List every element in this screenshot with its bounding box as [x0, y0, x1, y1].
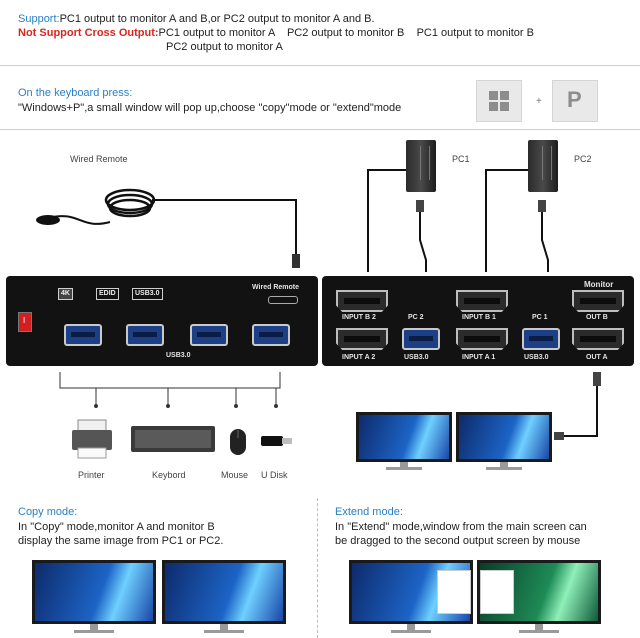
- copy-mode-line1: In "Copy" mode,monitor A and monitor B: [18, 521, 215, 533]
- p-key: P: [552, 80, 598, 122]
- extend-mode-line1: In "Extend" mode,window from the main sc…: [335, 521, 587, 533]
- copy-mode-title: Copy mode:: [18, 506, 78, 518]
- kvm-front-panel: I 4K EDID USB3.0 Wired Remote USB3.0: [6, 276, 318, 366]
- device-label-printer: Printer: [78, 470, 105, 480]
- kvm-back-panel: INPUT B 2 INPUT A 2 PC 2 USB3.0 INPUT B …: [322, 276, 634, 366]
- pc1-tower-icon: [406, 140, 436, 192]
- extend-mode-line2: be dragged to the second output screen b…: [335, 535, 581, 547]
- badge-usb: USB3.0: [132, 288, 163, 300]
- hdmi-input-a2[interactable]: [336, 328, 388, 350]
- front-usb-port-3[interactable]: [190, 324, 228, 346]
- device-label-mouse: Mouse: [221, 470, 249, 480]
- pc1-port-label: PC 1: [532, 314, 548, 321]
- keyboard-icon: [131, 426, 215, 452]
- input-a2-label: INPUT A 2: [342, 354, 376, 361]
- front-usb-port-4[interactable]: [252, 324, 290, 346]
- badge-edid: EDID: [96, 288, 119, 300]
- keyboard-title: On the keyboard press:: [18, 87, 133, 99]
- hdmi-out-a[interactable]: [572, 328, 624, 350]
- not-support-line2: PC2 output to monitor A: [166, 41, 283, 53]
- device-connection-lines: [59, 372, 281, 408]
- support-section: Support:PC1 output to monitor A and B,or…: [0, 0, 640, 66]
- front-usb-port-2[interactable]: [126, 324, 164, 346]
- hdmi-input-b1[interactable]: [456, 290, 508, 312]
- dragged-window-right: [480, 570, 514, 614]
- pc2-port-label: PC 2: [408, 314, 424, 321]
- u-disk-icon: [261, 436, 292, 446]
- remote-port-label: Wired Remote: [252, 284, 300, 291]
- copy-monitor-b: [162, 560, 286, 634]
- input-b2-label: INPUT B 2: [342, 314, 376, 321]
- hdmi-input-a1[interactable]: [456, 328, 508, 350]
- windows-key: [476, 80, 522, 122]
- support-text: PC1 output to monitor A and B,or PC2 out…: [59, 13, 375, 25]
- dragged-window-left: [437, 570, 471, 614]
- power-mark: I: [23, 316, 26, 325]
- monitor-label: Monitor: [584, 280, 614, 289]
- out-a-label: OUT A: [586, 354, 608, 361]
- support-lead: Support:: [18, 13, 60, 25]
- not-support-lead: Not Support Cross Output:: [18, 27, 159, 39]
- device-label-keyboard: Keybord: [152, 470, 186, 480]
- pc1-label: PC1: [452, 154, 470, 164]
- input-b1-label: INPUT B 1: [462, 314, 496, 321]
- extend-mode-title: Extend mode:: [335, 506, 403, 518]
- extend-mode-section: Extend mode: In "Extend" mode,window fro…: [321, 498, 640, 638]
- pc2-tower-icon: [528, 140, 558, 192]
- usb-pc2-port[interactable]: [402, 328, 440, 350]
- extend-monitor-a: [349, 560, 473, 634]
- keyboard-text: "Windows+P",a small window will pop up,c…: [18, 102, 402, 114]
- monitor-a: [356, 412, 452, 470]
- pc-cables: [367, 169, 549, 272]
- front-usb-caption: USB3.0: [166, 352, 191, 359]
- printer-icon: [72, 419, 112, 459]
- copy-mode-section: Copy mode: In "Copy" mode,monitor A and …: [0, 498, 318, 638]
- extend-monitor-b: [477, 560, 601, 634]
- out-b-label: OUT B: [586, 314, 608, 321]
- pc2-label: PC2: [574, 154, 592, 164]
- not-support-line1: PC1 output to monitor A PC2 output to mo…: [158, 27, 534, 39]
- hdmi-out-b[interactable]: [572, 290, 624, 312]
- remote-port[interactable]: [268, 296, 298, 304]
- badge-4k: 4K: [58, 288, 73, 300]
- p-key-label: P: [567, 87, 582, 112]
- wired-remote-label: Wired Remote: [70, 154, 128, 164]
- usb-pc1-port[interactable]: [522, 328, 560, 350]
- device-label-u-disk: U Disk: [261, 470, 288, 480]
- mouse-icon: [230, 429, 246, 455]
- monitor-output-cable: [554, 372, 601, 440]
- usb-pc1-label: USB3.0: [524, 354, 549, 361]
- input-a1-label: INPUT A 1: [462, 354, 496, 361]
- power-switch[interactable]: I: [18, 312, 32, 332]
- keyboard-section: On the keyboard press: "Windows+P",a sma…: [0, 70, 640, 130]
- copy-mode-line2: display the same image from PC1 or PC2.: [18, 535, 224, 547]
- front-usb-port-1[interactable]: [64, 324, 102, 346]
- copy-monitor-a: [32, 560, 156, 634]
- not-support-line: Not Support Cross Output:PC1 output to m…: [18, 26, 534, 40]
- support-line: Support:PC1 output to monitor A and B,or…: [18, 12, 375, 26]
- monitor-b: [456, 412, 552, 470]
- plus-sign: +: [536, 96, 542, 107]
- wired-remote-cable: [36, 188, 300, 268]
- hdmi-input-b2[interactable]: [336, 290, 388, 312]
- usb-pc2-label: USB3.0: [404, 354, 429, 361]
- windows-logo-icon: [489, 91, 509, 111]
